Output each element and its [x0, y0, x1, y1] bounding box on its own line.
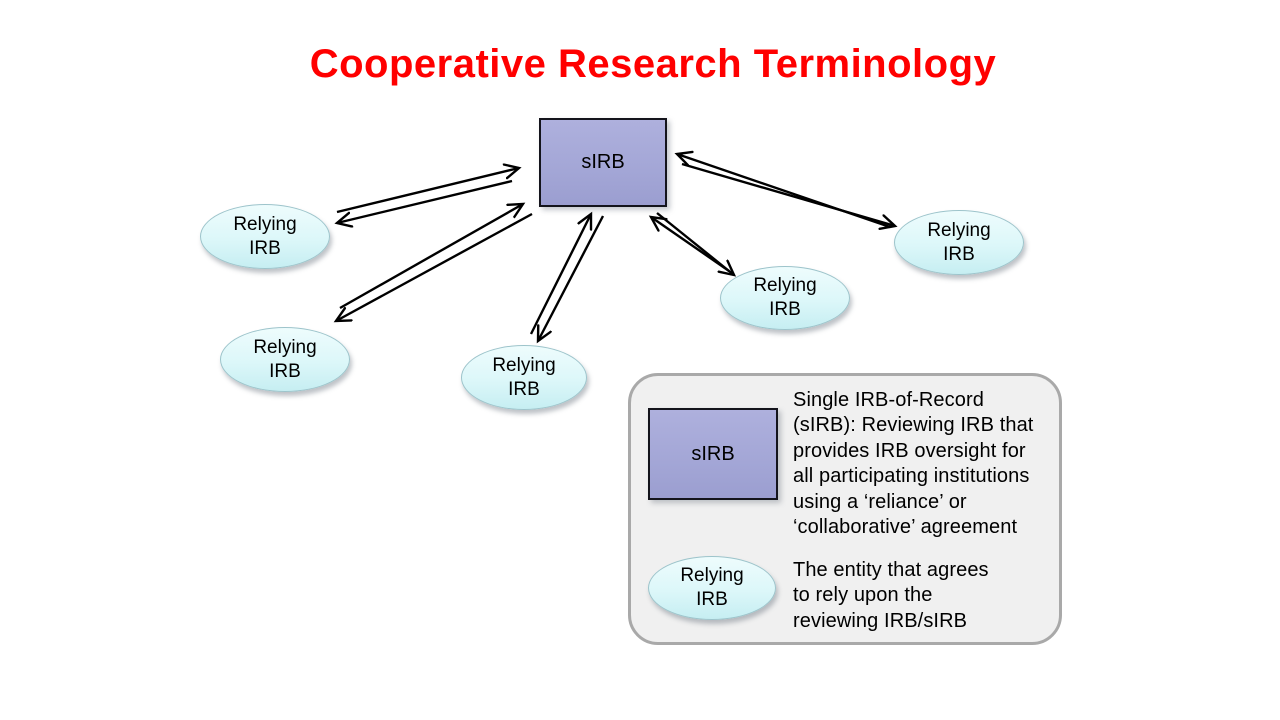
arrow-sirb-to-upperleft — [337, 179, 513, 223]
relying-irb-label: IRB — [249, 237, 281, 259]
relying-irb-label: Relying — [492, 354, 556, 376]
relying-irb-label: Relying — [253, 336, 317, 358]
legend-sirb-symbol: sIRB — [648, 408, 778, 500]
legend-sirb-description-line: using a ‘reliance’ or — [793, 490, 967, 513]
legend-relying-description-line: reviewing IRB/sIRB — [793, 609, 968, 632]
relying-irb-label: Relying — [233, 213, 297, 235]
relying-irb-node-lower-right: Relying IRB — [720, 266, 850, 330]
slide-title: Cooperative Research Terminology — [309, 42, 997, 86]
relying-irb-node-upper-left: Relying IRB — [200, 204, 330, 269]
legend-sirb-description-line: (sIRB): Reviewing IRB that — [793, 414, 1034, 437]
relying-irb-label: IRB — [508, 378, 540, 400]
arrow-lowerleft-to-sirb — [339, 204, 523, 310]
legend-relying-description: The entity that agrees to rely upon the … — [793, 558, 989, 634]
legend-sirb-description: Single IRB-of-Record (sIRB): Reviewing I… — [793, 388, 1033, 540]
legend-sirb-description-line: Single IRB-of-Record — [793, 389, 984, 411]
legend-sirb-symbol-label: sIRB — [691, 442, 735, 465]
relying-irb-label: Relying — [927, 219, 991, 241]
legend-panel: sIRB Single IRB-of-Record (sIRB): Review… — [628, 373, 1062, 645]
legend-relying-irb-label: IRB — [696, 589, 728, 610]
arrow-sirb-to-lowerright — [656, 212, 734, 275]
legend-sirb-description-line: provides IRB oversight for — [793, 439, 1026, 462]
legend-relying-description-line: to rely upon the — [793, 584, 933, 607]
arrow-bottomcenter-to-sirb — [529, 214, 591, 335]
arrow-sirb-to-lowerleft — [336, 212, 533, 321]
relying-irb-label: Relying — [753, 275, 817, 296]
sirb-box-label: sIRB — [581, 151, 625, 173]
arrow-upperleft-to-sirb — [336, 168, 519, 214]
relying-irb-label: IRB — [269, 360, 301, 382]
arrow-sirb-to-upperright — [681, 162, 895, 226]
legend-relying-irb-label: Relying — [680, 565, 744, 586]
legend-sirb-description-line: ‘collaborative’ agreement — [793, 516, 1018, 539]
relying-irb-node-lower-left: Relying IRB — [220, 327, 350, 392]
relying-irb-node-upper-right: Relying IRB — [894, 210, 1024, 275]
legend-relying-description-line: The entity that agrees — [793, 559, 989, 581]
relying-irb-label: IRB — [769, 299, 801, 320]
arrow-sirb-to-bottomcenter — [538, 215, 605, 341]
relying-irb-label: IRB — [943, 243, 975, 265]
legend-sirb-description-line: all participating institutions — [793, 465, 1030, 488]
sirb-box: sIRB — [539, 118, 667, 207]
legend-relying-irb-symbol: Relying IRB — [648, 556, 776, 620]
relying-irb-node-bottom-center: Relying IRB — [461, 345, 587, 410]
